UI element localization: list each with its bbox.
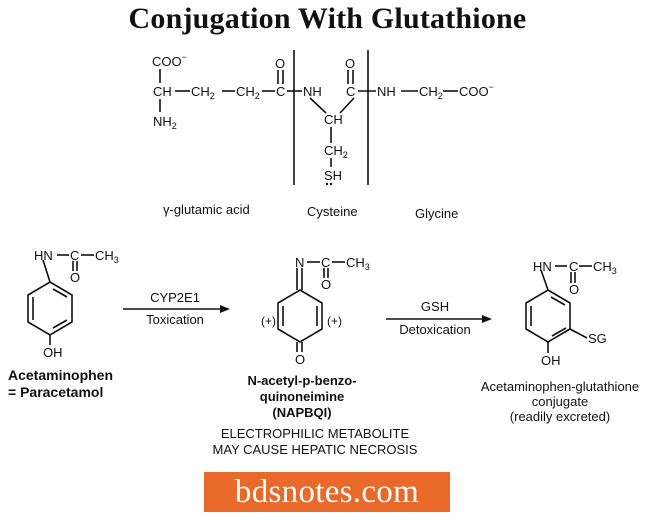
page-title: Conjugation With Glutathione (128, 2, 527, 35)
svg-text:O: O (295, 352, 305, 367)
svg-text:C: C (276, 84, 285, 99)
step1-process: Toxication (146, 312, 204, 327)
svg-text:C: C (70, 248, 79, 263)
svg-text:SG: SG (588, 331, 607, 346)
reactant-name-line1: Acetaminophen (8, 367, 114, 383)
segment-label-glycine: Glycine (415, 206, 459, 221)
intermediate-note-line2: MAY CAUSE HEPATIC NECROSIS (212, 442, 418, 457)
reactant-name: Acetaminophen = Paracetamol (8, 367, 113, 401)
product-name-line3: (readily excreted) (509, 409, 611, 424)
svg-text:HN: HN (533, 259, 552, 274)
svg-text:NH: NH (377, 84, 396, 99)
svg-text:O: O (70, 270, 80, 285)
intermediate-note-line1: ELECTROPHILIC METABOLITE (220, 426, 410, 441)
intermediate-name: N-acetyl-p-benzo- quinoneimine (NAPBQI) (222, 373, 382, 421)
intermediate-name-line1: N-acetyl-p-benzo- (247, 373, 357, 388)
svg-text:OH: OH (541, 353, 561, 368)
product-name: Acetaminophen-glutathione conjugate (rea… (470, 379, 650, 424)
svg-text:COO−: COO− (152, 52, 187, 69)
watermark-banner: bdsnotes.com (204, 472, 450, 512)
product-name-line1: Acetaminophen-glutathione (480, 379, 640, 394)
svg-text:O: O (321, 277, 331, 292)
svg-text:SH: SH (324, 168, 342, 183)
product-name-line2: conjugate (531, 394, 589, 409)
arrow-head-toxication (220, 305, 230, 313)
svg-text:CH2: CH2 (191, 84, 215, 101)
step2-reagent: GSH (420, 299, 450, 314)
svg-text:CH: CH (153, 84, 172, 99)
intermediate-abbrev: (NAPBQI) (272, 405, 332, 420)
svg-text:NH: NH (303, 84, 322, 99)
svg-text:C: C (569, 259, 578, 274)
svg-text:C: C (321, 255, 330, 270)
svg-text:O: O (275, 56, 285, 71)
svg-text:COO−: COO− (459, 82, 494, 99)
svg-text:C: C (346, 84, 355, 99)
svg-text:O: O (345, 56, 355, 71)
step2-process: Detoxication (399, 322, 471, 337)
svg-text:OH: OH (43, 345, 63, 360)
svg-text:N: N (295, 255, 304, 270)
svg-text:(+): (+) (327, 314, 342, 328)
svg-text:CH3: CH3 (95, 248, 119, 265)
segment-label-glutamic: γ-glutamic acid (163, 202, 250, 217)
intermediate-name-line2: quinoneimine (259, 389, 345, 404)
arrow-head-detoxication (482, 315, 492, 323)
segment-label-cysteine: Cysteine (307, 204, 358, 219)
svg-text:O: O (569, 282, 579, 297)
reactant-name-line2: = Paracetamol (8, 384, 104, 400)
svg-text:NH2: NH2 (153, 114, 177, 131)
svg-text:CH2: CH2 (419, 84, 443, 101)
svg-text:(+): (+) (261, 314, 276, 328)
svg-text:CH: CH (324, 112, 343, 127)
step1-enzyme: CYP2E1 (150, 290, 200, 305)
svg-text:CH3: CH3 (346, 255, 370, 272)
intermediate-note: ELECTROPHILIC METABOLITE MAY CAUSE HEPAT… (200, 426, 430, 458)
svg-text:CH2: CH2 (236, 84, 260, 101)
svg-text:HN: HN (34, 248, 53, 263)
svg-text:CH3: CH3 (593, 259, 617, 276)
svg-text:CH2: CH2 (324, 143, 348, 160)
